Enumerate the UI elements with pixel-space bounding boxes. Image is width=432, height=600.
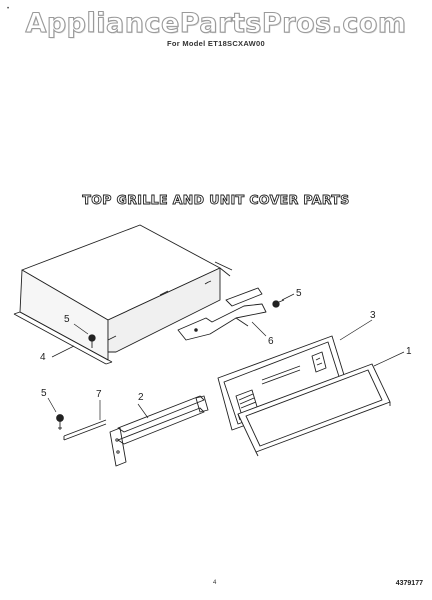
document-code: 4379177 [395,580,423,587]
callout-7: 7 [96,389,102,400]
leader-lines [47,293,405,420]
callout-1: 1 [406,346,412,357]
grille-part [217,335,349,431]
unit-cover-part [13,224,233,365]
bracket-part [177,287,267,341]
callout-6: 6 [268,336,274,347]
grille-slots [311,351,327,373]
watermark: AppliancePartsPros.com [25,7,407,39]
mounting-rail-part [109,395,209,467]
diagram-title: TOP GRILLE AND UNIT COVER PARTS [82,192,350,208]
grille-frame-part [237,363,391,457]
callout-3: 3 [370,310,376,321]
page-number: 4 [213,580,217,586]
callout-4: 4 [40,352,46,363]
corner-mark: • [7,6,10,12]
screw-part-left-lower [56,414,64,430]
callout-5-right: 5 [296,288,302,299]
callout-5-upper-left: 5 [64,314,70,325]
callout-2: 2 [138,392,144,403]
callout-5-lower-left: 5 [41,388,47,399]
model-line: For Model ET18SCXAW00 [167,39,265,48]
screw-part-left-upper [88,334,96,348]
brace-part [63,419,107,441]
screw-part-right [272,299,285,308]
